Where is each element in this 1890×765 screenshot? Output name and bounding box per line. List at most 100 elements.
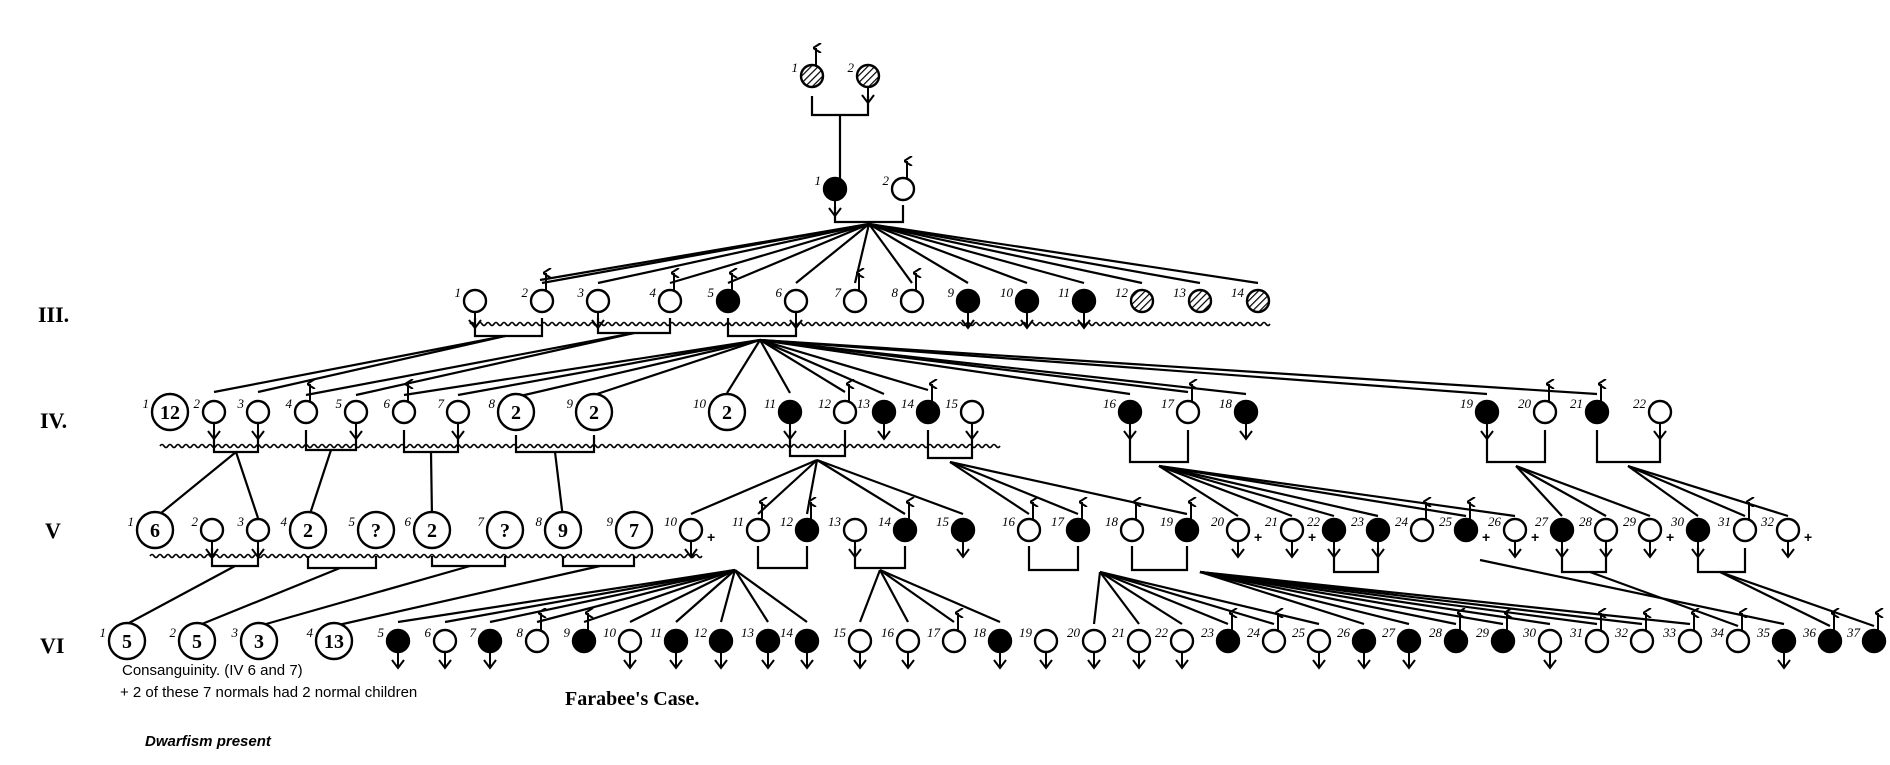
female-arrow-icon [451, 430, 465, 441]
individual-number: 5 [378, 625, 385, 640]
individual-iv-4: 4 [286, 384, 319, 425]
marriage-line-v-4-5 [306, 556, 378, 570]
individual-iv-17: 17 [1161, 384, 1201, 425]
female-arrow-icon [1402, 659, 1416, 670]
female-arrow-icon [1691, 548, 1705, 559]
individual-symbol [1321, 517, 1347, 543]
individual-iv-20: 20 [1518, 384, 1558, 425]
individual-vi-11: 11 [650, 625, 689, 670]
female-arrow-icon [1087, 659, 1101, 670]
individual-symbol [783, 288, 809, 314]
individual-v-21: 21+ [1265, 514, 1316, 559]
marriage-line-iv-19-20 [1485, 430, 1547, 464]
individual-vi-13: 13 [741, 625, 781, 670]
descent-line-v-vi [258, 564, 471, 628]
descent-line-ii-iii [868, 222, 1143, 285]
descent-line-iv-v [1158, 465, 1239, 517]
individual-vi-14: 14 [780, 625, 820, 670]
descent-line-ii-iii [868, 222, 1201, 285]
normals-footnote: + 2 of these 7 normals had 2 normal chil… [120, 684, 418, 701]
individual-number: 21 [1265, 514, 1278, 529]
plus-mark: + [1254, 529, 1262, 545]
female-arrow-icon [828, 207, 842, 218]
marriage-line-i [810, 96, 870, 117]
individual-vi-31: 31 [1569, 613, 1610, 654]
individual-v-30: 30 [1670, 514, 1711, 559]
descent-line-v-vi [1199, 570, 1365, 626]
plus-mark: + [1804, 529, 1812, 545]
individual-v-6: 26 [405, 510, 452, 550]
individual-v-20: 20+ [1211, 514, 1262, 559]
individual-number: 15 [936, 514, 950, 529]
descent-line-v-vi [858, 569, 882, 623]
individual-ii-1: 1 [815, 173, 848, 218]
individual-symbol [574, 392, 614, 432]
individual-symbol [1502, 517, 1528, 543]
individual-vi-1: 51 [100, 621, 147, 661]
individual-number: 13 [741, 625, 755, 640]
marriage-wavy-line-iv [159, 443, 1001, 449]
individual-v-16: 16 [1002, 502, 1042, 543]
individual-symbol [895, 628, 921, 654]
individual-symbol [892, 517, 918, 543]
female-arrow-icon [1077, 319, 1091, 330]
plus-mark: + [1531, 529, 1539, 545]
individual-iii-4: 4 [650, 273, 683, 314]
individual-symbol [959, 399, 985, 425]
descent-line-iii-iv [759, 338, 1131, 396]
individual-number: 11 [1058, 285, 1070, 300]
individual-symbol [1279, 517, 1305, 543]
individual-symbol [314, 621, 354, 661]
individual-symbol [745, 517, 771, 543]
individual-number: 15 [945, 396, 959, 411]
marriage-line-v-22-23 [1332, 548, 1380, 574]
individual-number: 1 [455, 285, 462, 300]
descent-line-ii-iii [597, 222, 870, 285]
descent-line-iv-v [1627, 465, 1699, 517]
individual-symbol [899, 288, 925, 314]
individual-number: 16 [1103, 396, 1117, 411]
marriage-line-v-27-28 [1560, 548, 1608, 574]
marriage-line-ii [833, 205, 905, 224]
individual-symbol [1637, 517, 1663, 543]
individual-number: 31 [1717, 514, 1731, 529]
descent-line-iv-v [1627, 464, 1789, 518]
female-arrow-icon [438, 659, 452, 670]
female-arrow-icon [901, 659, 915, 670]
individual-iii-13: 13 [1173, 285, 1213, 314]
individual-number: 14 [878, 514, 892, 529]
female-arrow-icon [1039, 659, 1053, 670]
individual-symbol [1549, 517, 1575, 543]
individual-number: 17 [1051, 514, 1065, 529]
individual-number: 26 [1488, 514, 1502, 529]
individual-number: 22 [1155, 625, 1169, 640]
individual-symbol [987, 628, 1013, 654]
individual-vi-26: 26 [1337, 625, 1377, 670]
individual-number: 5 [349, 514, 356, 529]
individual-number: 8 [517, 625, 524, 640]
descent-line-ii-iii [868, 223, 969, 284]
female-arrow-icon [789, 319, 803, 330]
individual-number: 18 [973, 625, 987, 640]
individual-number: 14 [780, 625, 794, 640]
individual-iv-22: 22 [1633, 396, 1673, 441]
individual-v-28: 28 [1579, 514, 1619, 559]
individual-number: 3 [231, 625, 239, 640]
descent-line-v-vi [719, 569, 737, 623]
individual-symbol [524, 628, 550, 654]
group-count-label: 2 [303, 520, 313, 542]
descent-line-v-vi [879, 569, 955, 623]
individual-iv-7: 7 [438, 396, 471, 441]
descent-line-ii-iii [868, 222, 1028, 285]
descent-line-iv-v [429, 451, 434, 519]
individual-number: 16 [1002, 514, 1016, 529]
descent-line-v-vi [1099, 570, 1229, 626]
individual-symbol [915, 399, 941, 425]
female-arrow-icon [1555, 548, 1569, 559]
descent-line-iii-iv [305, 331, 635, 397]
female-arrow-icon [1312, 659, 1326, 670]
female-arrow-icon [1020, 319, 1034, 330]
individual-v-15: 15 [936, 514, 976, 559]
female-arrow-icon [848, 548, 862, 559]
